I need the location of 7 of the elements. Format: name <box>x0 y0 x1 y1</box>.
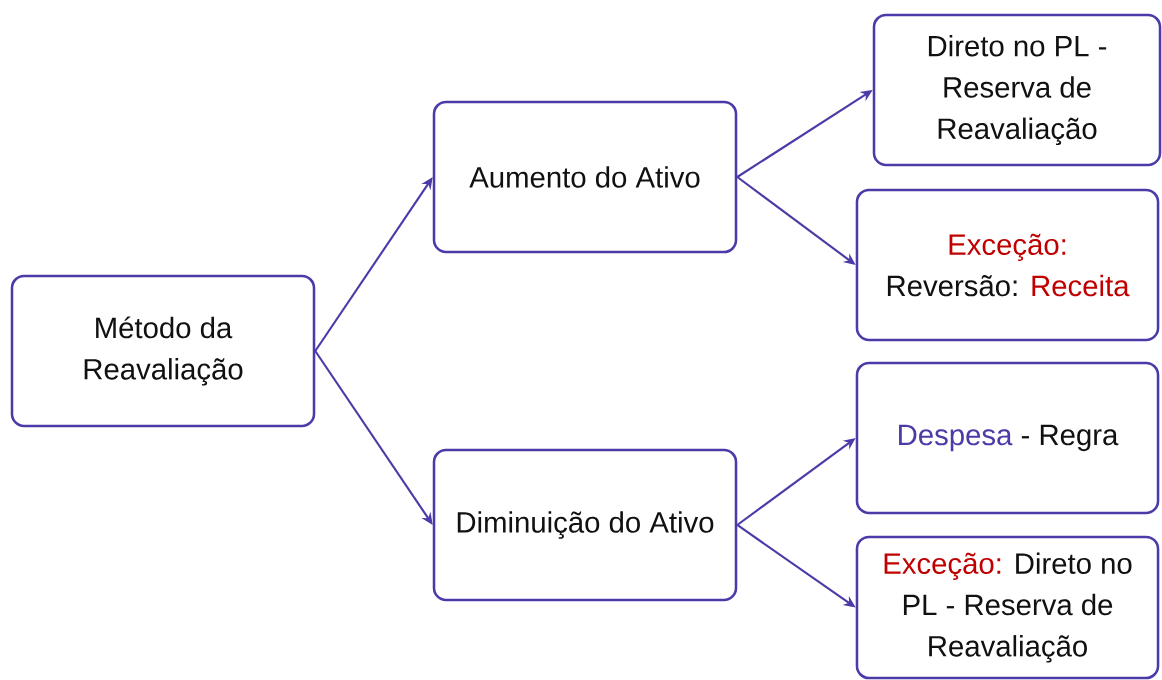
branch-box: Aumento do Ativo <box>432 100 738 254</box>
leaf-box: Despesa - Regra <box>855 361 1160 515</box>
branch-box: Diminuição do Ativo <box>432 448 738 602</box>
leaf-box: Exceção: Direto no PL - Reserva de Reavaliação <box>855 535 1160 680</box>
leaf-box: Exceção: Reversão: Receita <box>855 188 1160 342</box>
root-box: Método da Reavaliação <box>10 274 316 428</box>
leaf-box: Direto no PL - Reserva de Reavaliação <box>872 13 1162 167</box>
